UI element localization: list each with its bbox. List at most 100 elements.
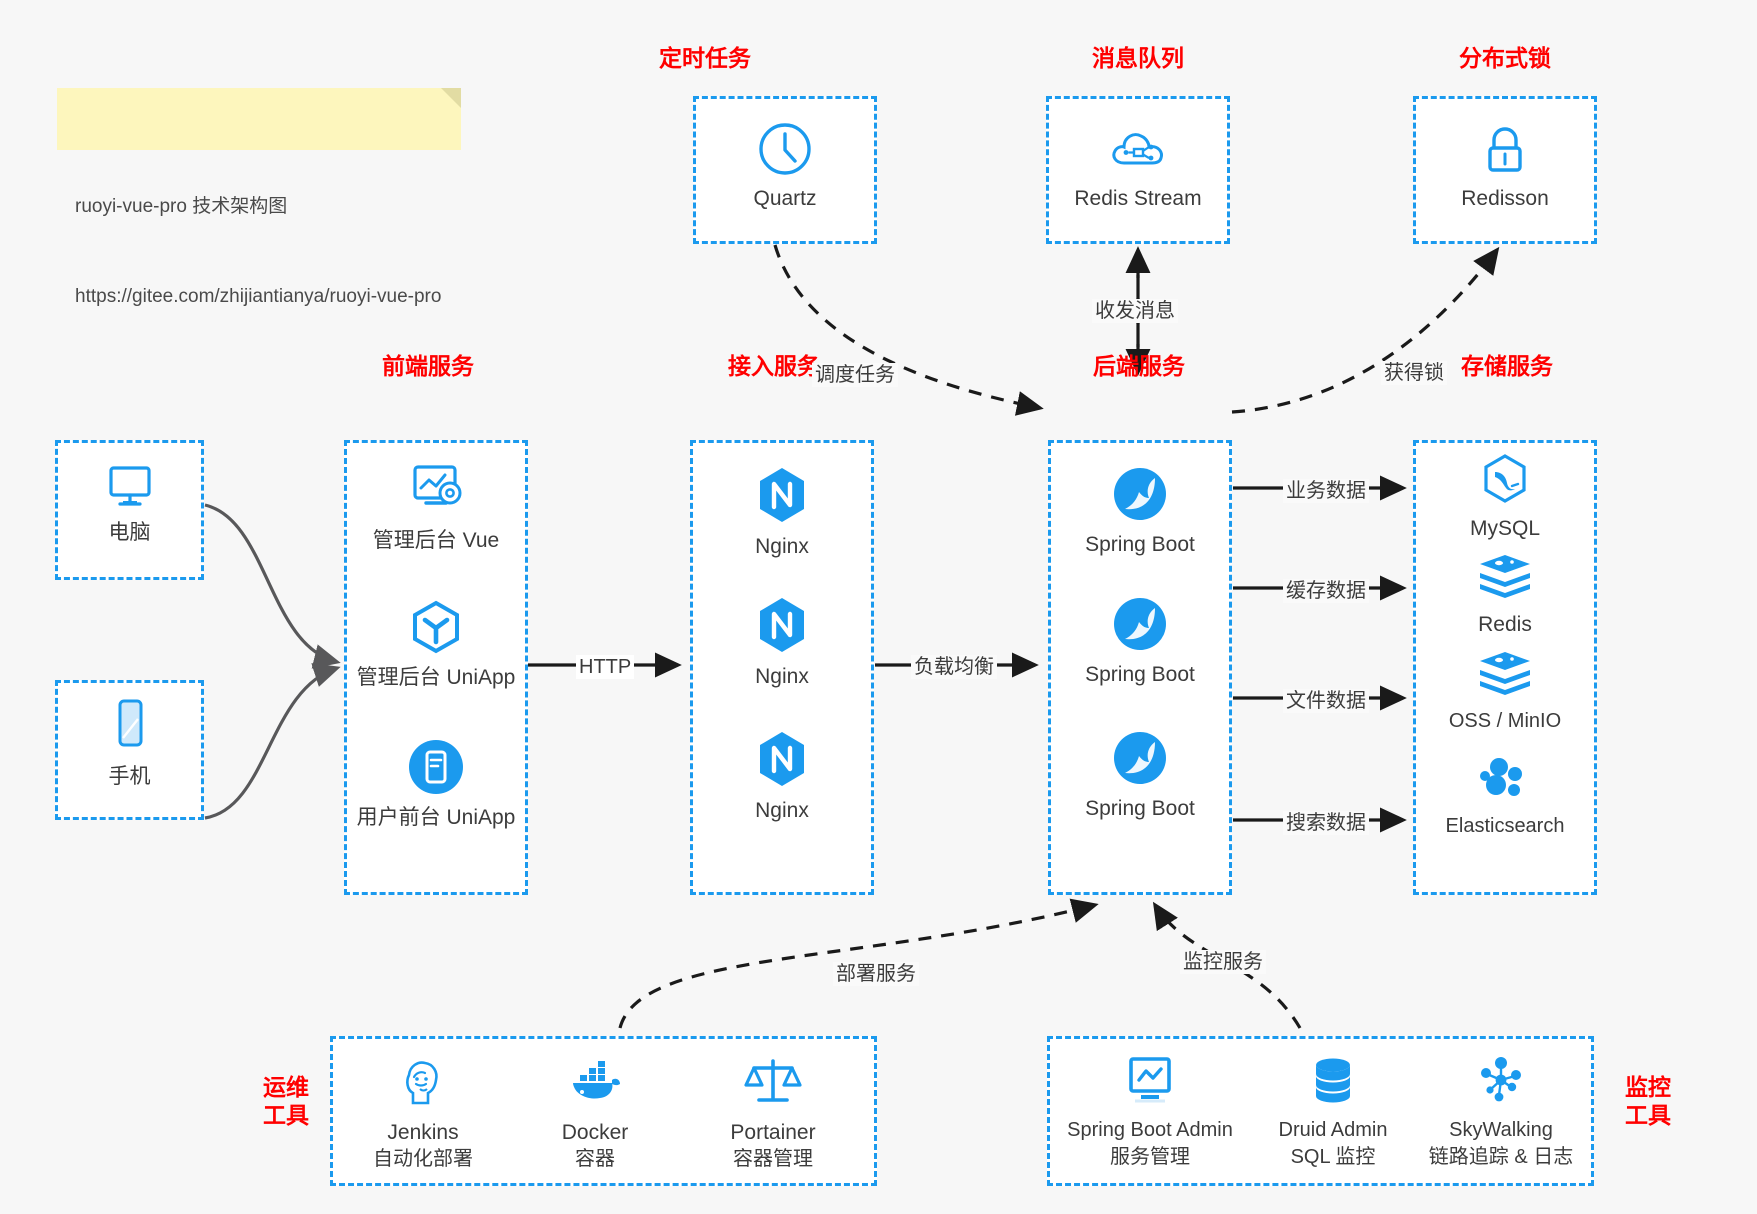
spring-boot-icon: [1051, 729, 1229, 787]
edge-label-business-data: 业务数据: [1283, 479, 1369, 503]
node-label: 用户前台 UniApp: [356, 806, 516, 829]
group-box-backend: Spring Boot Spring Boot Spring Boot: [1048, 440, 1232, 895]
node-skywalking[interactable]: SkyWalking 链路追踪 & 日志: [1408, 1053, 1594, 1171]
node-druid-admin[interactable]: Druid Admin SQL 监控: [1248, 1053, 1418, 1171]
node-oss-minio[interactable]: OSS / MinIO: [1416, 648, 1594, 735]
node-label: Redisson: [1461, 187, 1549, 210]
node-user-uniapp[interactable]: 用户前台 UniApp: [347, 738, 525, 831]
node-sublabel: SQL 监控: [1290, 1146, 1376, 1168]
note-fold-corner: [441, 88, 461, 108]
diagram-note: ruoyi-vue-pro 技术架构图 https://gitee.com/zh…: [57, 88, 461, 307]
node-label: MySQL: [1469, 517, 1540, 540]
database-icon: [1248, 1053, 1418, 1109]
phone-icon: [58, 697, 201, 755]
node-label: Spring Boot: [1085, 663, 1195, 686]
node-label: Nginx: [755, 535, 809, 558]
node-elasticsearch[interactable]: Elasticsearch: [1416, 753, 1594, 840]
desktop-icon: [58, 461, 201, 511]
spring-boot-icon: [1051, 595, 1229, 653]
edge-label-schedule-task: 调度任务: [812, 363, 898, 387]
group-title-storage: 存储服务: [1461, 353, 1553, 379]
group-box-monitor: Spring Boot Admin 服务管理 Druid Admin SQL 监…: [1047, 1036, 1594, 1186]
node-sublabel: 容器管理: [733, 1148, 813, 1170]
group-box-lock: Redisson: [1413, 96, 1597, 244]
group-title-gateway: 接入服务: [728, 353, 820, 379]
node-spring-boot-1[interactable]: Spring Boot: [1051, 465, 1229, 558]
node-sublabel: 自动化部署: [373, 1148, 473, 1170]
jenkins-icon: [343, 1053, 503, 1111]
node-label: 电脑: [108, 521, 151, 544]
uniapp-cube-icon: [347, 598, 525, 656]
node-label: SkyWalking: [1449, 1119, 1553, 1141]
node-admin-uniapp[interactable]: 管理后台 UniApp: [347, 598, 525, 691]
node-label: 管理后台 Vue: [372, 529, 500, 552]
group-title-frontend: 前端服务: [382, 353, 474, 379]
elasticsearch-icon: [1416, 753, 1594, 805]
node-sublabel: 容器: [575, 1148, 615, 1170]
group-box-gateway: Nginx Nginx Nginx: [690, 440, 874, 895]
node-nginx-2[interactable]: Nginx: [693, 595, 871, 690]
monitor-chart-icon: [1052, 1053, 1248, 1109]
nginx-icon: [693, 595, 871, 655]
group-title-lock: 分布式锁: [1459, 45, 1551, 71]
nginx-icon: [693, 465, 871, 525]
skywalking-icon: [1408, 1053, 1594, 1109]
node-nginx-1[interactable]: Nginx: [693, 465, 871, 560]
group-title-monitor: 监控 工具: [1625, 1074, 1671, 1128]
node-label: Redis: [1478, 613, 1532, 636]
node-redis[interactable]: Redis: [1416, 551, 1594, 638]
group-box-mq: Redis Stream: [1046, 96, 1230, 244]
node-label: Portainer: [730, 1121, 816, 1144]
clock-icon: [696, 121, 874, 177]
node-sublabel: 服务管理: [1110, 1146, 1190, 1168]
scales-icon: [693, 1053, 853, 1111]
group-box-client-phone: 手机: [55, 680, 204, 820]
mysql-icon: [1416, 453, 1594, 507]
node-redis-stream[interactable]: Redis Stream: [1049, 121, 1227, 212]
group-title-scheduler: 定时任务: [659, 45, 751, 71]
group-title-backend: 后端服务: [1093, 353, 1185, 379]
oss-icon: [1416, 648, 1594, 700]
node-spring-boot-admin[interactable]: Spring Boot Admin 服务管理: [1052, 1053, 1248, 1171]
edge-label-deploy-service: 部署服务: [833, 962, 919, 986]
node-phone[interactable]: 手机: [58, 697, 201, 790]
mobile-app-icon: [347, 738, 525, 796]
spring-boot-icon: [1051, 465, 1229, 523]
node-label: Redis Stream: [1074, 187, 1202, 210]
node-label: Nginx: [755, 665, 809, 688]
group-title-devops: 运维 工具: [263, 1074, 309, 1128]
lock-icon: [1416, 121, 1594, 177]
note-line-url: https://gitee.com/zhijiantianya/ruoyi-vu…: [75, 286, 442, 307]
node-mysql[interactable]: MySQL: [1416, 453, 1594, 542]
note-line-title: ruoyi-vue-pro 技术架构图: [75, 196, 288, 217]
node-redisson[interactable]: Redisson: [1416, 121, 1594, 212]
node-label: Docker: [561, 1121, 629, 1144]
edge-label-monitor-service: 监控服务: [1180, 950, 1266, 974]
edge-label-http: HTTP: [576, 655, 635, 679]
group-box-client-desktop: 电脑: [55, 440, 204, 580]
group-title-mq: 消息队列: [1092, 45, 1184, 71]
node-docker[interactable]: Docker 容器: [515, 1053, 675, 1173]
node-spring-boot-2[interactable]: Spring Boot: [1051, 595, 1229, 688]
node-nginx-3[interactable]: Nginx: [693, 729, 871, 824]
node-label: Druid Admin: [1278, 1119, 1388, 1141]
node-spring-boot-3[interactable]: Spring Boot: [1051, 729, 1229, 822]
redis-icon: [1416, 551, 1594, 603]
group-box-frontend: 管理后台 Vue 管理后台 UniApp 用户前台 UniApp: [344, 440, 528, 895]
node-label: Nginx: [755, 799, 809, 822]
cloud-network-icon: [1049, 121, 1227, 177]
node-admin-vue[interactable]: 管理后台 Vue: [347, 461, 525, 554]
node-quartz[interactable]: Quartz: [696, 121, 874, 212]
node-desktop[interactable]: 电脑: [58, 461, 201, 546]
nginx-icon: [693, 729, 871, 789]
edge-label-load-balance: 负载均衡: [911, 655, 997, 679]
node-label: 管理后台 UniApp: [356, 666, 516, 689]
node-label: OSS / MinIO: [1448, 710, 1562, 732]
edge-label-cache-data: 缓存数据: [1283, 579, 1369, 603]
node-label: Spring Boot: [1085, 533, 1195, 556]
group-box-storage: MySQL Redis: [1413, 440, 1597, 895]
node-label: Spring Boot: [1085, 797, 1195, 820]
node-jenkins[interactable]: Jenkins 自动化部署: [343, 1053, 503, 1173]
node-portainer[interactable]: Portainer 容器管理: [693, 1053, 853, 1173]
